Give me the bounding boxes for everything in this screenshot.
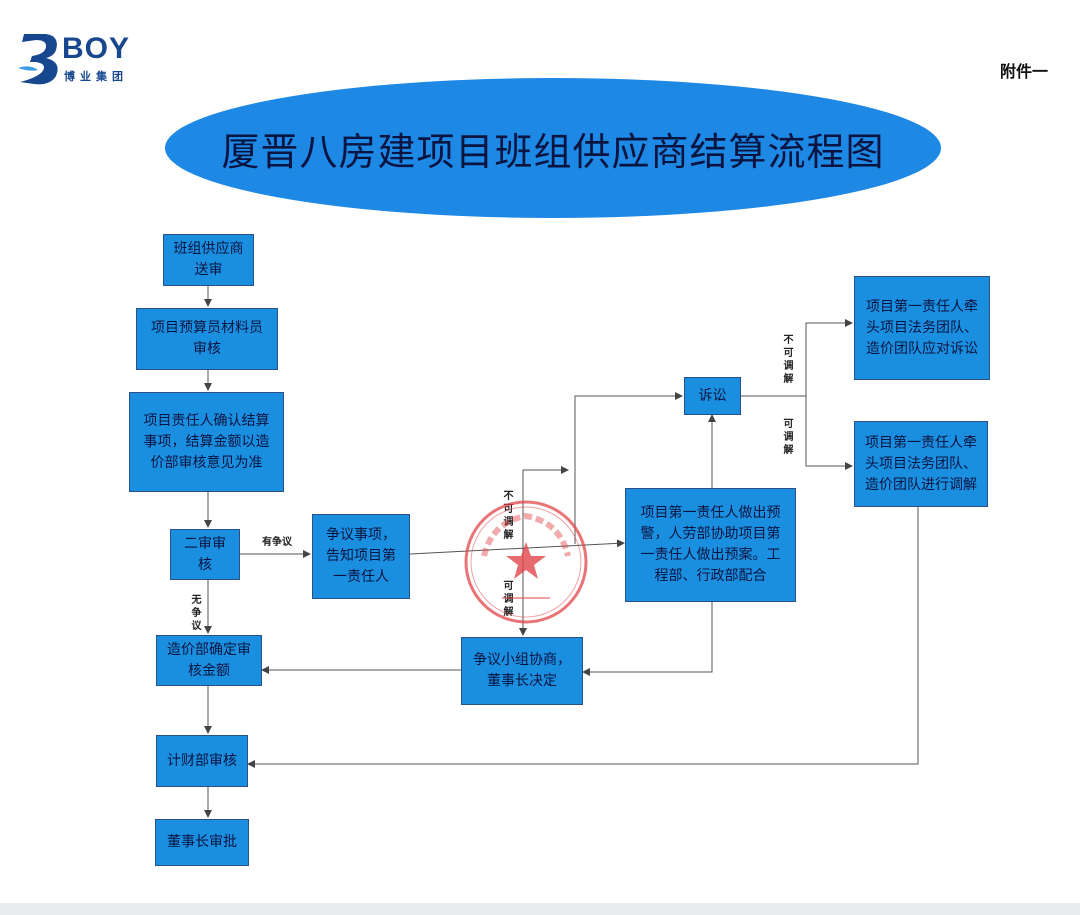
label-mediable-junction: 可调解	[503, 581, 514, 618]
box-group-negotiate: 争议小组协商，董事长决定	[461, 637, 583, 705]
arrow-warning-to-group	[582, 602, 713, 676]
box-cost-confirm: 造价部确定审核金额	[156, 635, 262, 686]
box-confirm: 项目责任人确认结算事项，结算金额以造价部审核意见为准	[129, 392, 284, 492]
logo-name: BOY	[62, 32, 131, 65]
box-warning: 项目第一责任人做出预警，人劳部协助项目第一责任人做出预案。工程部、行政部配合	[625, 488, 796, 602]
logo-mark-icon	[18, 34, 58, 85]
box-second-review: 二审审核	[170, 529, 240, 580]
box-finance-review: 计财部审核	[156, 735, 248, 787]
label-mediable-lawsuit: 可调解	[783, 419, 794, 456]
label-undisputed: 无争议	[191, 595, 202, 632]
arrow-junction-to-lawsuit-lower	[522, 466, 569, 550]
title-banner: 厦晋八房建项目班组供应商结算流程图	[165, 78, 941, 218]
label-disputed: 有争议	[262, 537, 292, 548]
arrow-lawsuit-to-defense	[741, 319, 853, 397]
company-logo: BOY 博业集团	[16, 28, 156, 88]
arrow-warning-to-lawsuit-left	[574, 392, 683, 544]
label-not-mediable-lawsuit: 不可调解	[783, 335, 794, 385]
box-legal-defense: 项目第一责任人牵头项目法务团队、造价团队应对诉讼	[854, 276, 990, 380]
arrow-lawsuit-to-mediation	[805, 396, 853, 470]
box-chairman-approve: 董事长审批	[155, 819, 249, 866]
arrow-dispute-to-warning	[409, 539, 625, 555]
logo-subtitle: 博业集团	[64, 70, 128, 83]
company-seal-stamp	[464, 500, 588, 624]
box-legal-mediation: 项目第一责任人牵头项目法务团队、造价团队进行调解	[854, 421, 988, 507]
diagram-title: 厦晋八房建项目班组供应商结算流程图	[221, 129, 885, 174]
scan-bottom-edge	[0, 903, 1080, 915]
box-lawsuit: 诉讼	[684, 377, 741, 415]
box-budget-review: 项目预算员材料员审核	[136, 308, 278, 370]
attachment-label: 附件一	[1000, 62, 1049, 81]
box-dispute-items: 争议事项，告知项目第一责任人	[312, 514, 410, 599]
arrow-mediation-to-finance	[247, 507, 919, 768]
box-submit: 班组供应商送审	[163, 234, 254, 286]
